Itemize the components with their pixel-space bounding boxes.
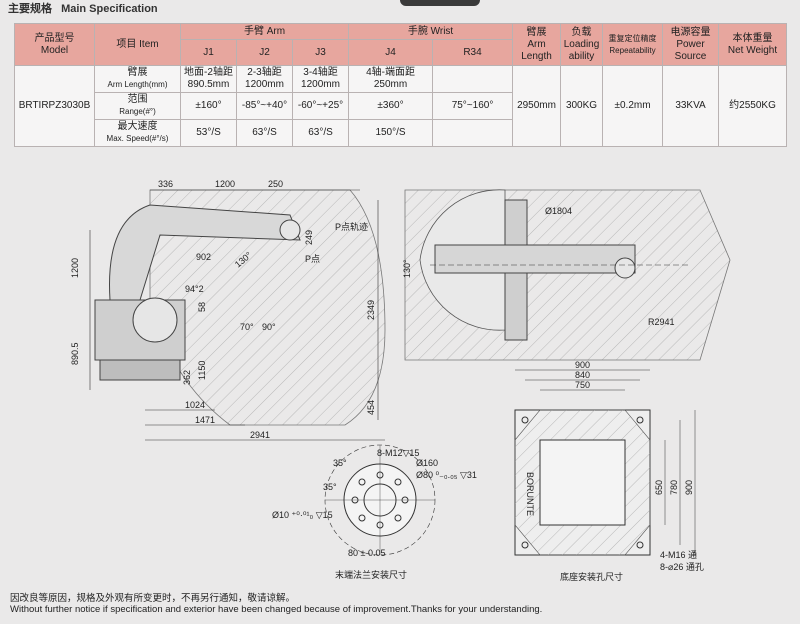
cell: ±360° (348, 92, 434, 120)
base-m16: 4-M16 通 (660, 550, 697, 560)
top-arm (434, 244, 636, 274)
dim-58: 58 (197, 302, 207, 312)
col-j2: J2 (236, 39, 293, 66)
p-track-label: P点轨迹 (335, 221, 368, 232)
motor (132, 297, 178, 343)
cell-model: BRTIRPZ3030B (14, 65, 95, 147)
cell: -85°~+40° (236, 92, 293, 120)
ang-942: 94°2 (185, 284, 204, 294)
dim-454: 454 (366, 400, 376, 415)
base-w750: 750 (575, 380, 590, 390)
base-d26: 8-⌀26 通孔 (660, 562, 704, 572)
flange-d160: Ø160 (416, 458, 438, 468)
ang-130-top: 130° (402, 259, 412, 278)
dim-890: 890.5 (70, 342, 80, 365)
dim-1804: Ø1804 (545, 206, 572, 216)
header-cn: 主要规格 (8, 3, 52, 15)
flange-caption: 末端法兰安装尺寸 (335, 569, 407, 580)
col-j1: J1 (180, 39, 237, 66)
col-item: 项目 Item (94, 23, 181, 66)
base-drawing: 900 840 750 650 780 900 BORUNTE 4-M16 通 … (514, 360, 704, 582)
base-h650: 650 (654, 480, 664, 495)
base-brand: BORUNTE (525, 472, 535, 516)
col-r34: R34 (432, 39, 514, 66)
dim-r2941: R2941 (648, 317, 675, 327)
footer-cn: 因改良等原因，规格及外观有所变更时，不再另行通知，敬请谅解。 (10, 593, 296, 604)
section-header: 主要规格 Main Specification (8, 0, 164, 16)
cell (432, 119, 514, 147)
dim-1150: 1150 (197, 361, 207, 380)
robot-arm (109, 204, 301, 301)
header-en: Main Specification (61, 3, 158, 15)
flange-d80: Ø80 ⁰₋₀.₀₅ ▽31 (416, 470, 477, 480)
ang-90: 90° (262, 322, 276, 332)
base-w900: 900 (575, 360, 590, 370)
flange-d10: Ø10 ⁺⁰·⁰¹₀ ▽15 (272, 510, 333, 520)
p-point-label: P点 (305, 254, 320, 264)
dim-362: 362 (182, 370, 192, 385)
robot-foot (99, 359, 181, 381)
top-view-drawing: Ø1804 R2941 130° (402, 189, 731, 361)
base-w840: 840 (575, 370, 590, 380)
side-view-drawing: 336 1200 250 1200 890.5 2349 1150 362 45… (70, 179, 386, 441)
cell-armlen: 2950mm (512, 65, 562, 147)
flange-a35a: 35° (333, 458, 347, 468)
col-wrist: 手腕 Wrist (348, 23, 514, 40)
cell: -60°~+25° (291, 92, 350, 120)
cell (432, 65, 514, 93)
base-caption: 底座安装孔尺寸 (560, 571, 623, 582)
dim-2349: 2349 (366, 300, 376, 320)
base-h900: 900 (684, 480, 694, 495)
col-j4: J4 (348, 39, 434, 66)
dim-1200a: 1200 (215, 179, 235, 189)
dim-1471: 1471 (195, 415, 215, 425)
ang-902: 902 (196, 252, 211, 262)
flange-drawing: 8-M12▽15 Ø160 Ø80 ⁰₋₀.₀₅ ▽31 Ø10 ⁺⁰·⁰¹₀ … (272, 444, 477, 580)
base-h780: 780 (669, 480, 679, 495)
footer-en: Without further notice if specification … (10, 604, 543, 615)
dim-1024: 1024 (185, 400, 205, 410)
ang-70: 70° (240, 322, 254, 332)
dim-249: 249 (304, 230, 314, 245)
cell-rep: ±0.2mm (602, 65, 664, 147)
cell: 63°/S (291, 119, 350, 147)
cell-power: 33KVA (662, 65, 720, 147)
cell: 75°~160° (432, 92, 514, 120)
dim-336: 336 (158, 179, 173, 189)
flange-d80b: 80 ± 0.05 (348, 548, 385, 558)
cell: 63°/S (236, 119, 293, 147)
top-wrist (614, 257, 636, 279)
flange-a35b: 35° (323, 482, 337, 492)
wrist-joint (279, 219, 301, 241)
flange-m12: 8-M12▽15 (377, 448, 419, 458)
dim-1200: 1200 (70, 258, 80, 278)
cell: 150°/S (348, 119, 434, 147)
cell-load: 300KG (560, 65, 604, 147)
cell-weight: 约2550KG (718, 65, 788, 147)
col-j3: J3 (291, 39, 350, 66)
dim-2941: 2941 (250, 430, 270, 440)
top-decor-bar (400, 0, 480, 6)
dim-250: 250 (268, 179, 283, 189)
